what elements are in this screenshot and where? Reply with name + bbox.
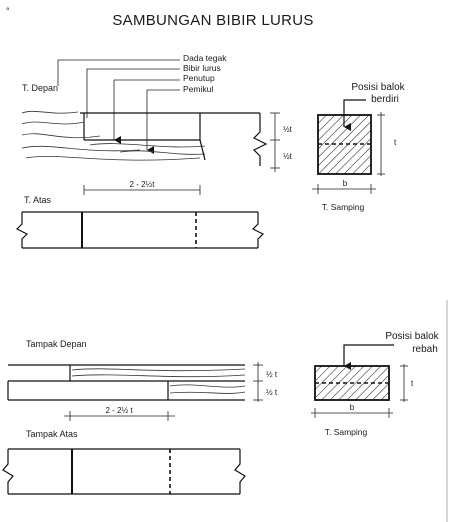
side-view-label: T. Samping	[325, 427, 368, 437]
grain-line	[25, 155, 201, 161]
top-front-view-label: T. Depan	[22, 83, 58, 93]
grain-line	[71, 368, 246, 372]
position-label-line1: Posisi balok	[385, 331, 439, 342]
position-arrow	[343, 344, 394, 370]
corner-mark: °	[6, 6, 10, 16]
break-symbol	[251, 212, 265, 248]
break-symbol	[2, 449, 14, 494]
grain-line	[89, 143, 206, 148]
grain-line	[169, 384, 246, 388]
leader-dada-tegak	[57, 59, 180, 86]
bottom-side-view: Posisi balok rebah t b T. Samping	[311, 331, 440, 437]
callout-pemikul: Pemikul	[183, 84, 213, 94]
dim-t: t	[411, 379, 414, 388]
top-plan-view-label: T. Atas	[24, 195, 52, 205]
dim-half-top: ½ t	[266, 370, 278, 379]
position-label-line1: Posisi balok	[351, 82, 405, 93]
dim-half-bottom: ½ t	[266, 388, 278, 397]
callout-penutup: Penutup	[183, 73, 215, 83]
dim-half-top: ½t	[283, 125, 293, 134]
grain-line	[21, 110, 79, 114]
grain-line	[21, 133, 101, 139]
bottom-plan-view: Tampak Atas	[2, 429, 246, 495]
lower-beam-end	[199, 139, 206, 161]
side-view-label: T. Samping	[322, 202, 365, 212]
arrow-pemikul	[146, 89, 180, 154]
leader-bibir-lurus	[86, 68, 180, 118]
callout-bibir-lurus: Bibir lurus	[183, 63, 221, 73]
dim-length: 2 - 2½t	[130, 180, 156, 189]
bottom-front-view-label: Tampak Depan	[26, 339, 87, 349]
dim-b: b	[343, 179, 348, 188]
break-symbol	[252, 113, 268, 166]
position-label-line2: rebah	[412, 344, 438, 355]
grain-line	[21, 145, 141, 152]
dim-half-bottom: ½t	[283, 152, 293, 161]
bottom-front-view: Tampak Depan ½ t ½ t 2 - 2½ t	[7, 339, 278, 421]
top-front-view: T. Depan Dada tegak Bibir lurus Penutup …	[21, 53, 293, 195]
page-title: SAMBUNGAN BIBIR LURUS	[112, 12, 313, 29]
grain-line	[21, 121, 85, 125]
break-symbol	[234, 449, 246, 494]
grain-line	[169, 391, 246, 394]
dim-length: 2 - 2½ t	[105, 406, 133, 415]
dim-b: b	[350, 403, 355, 412]
position-label-line2: berdiri	[371, 94, 399, 105]
top-plan-view: T. Atas	[15, 195, 265, 249]
grain-line	[119, 150, 206, 155]
grain-line	[71, 374, 246, 378]
callout-dada-tegak: Dada tegak	[183, 53, 227, 63]
arrow-penutup	[113, 79, 180, 144]
bottom-plan-view-label: Tampak Atas	[26, 429, 78, 439]
break-symbol	[15, 212, 29, 248]
dim-t: t	[394, 138, 397, 147]
top-side-view: Posisi balok berdiri t b T. Samping	[312, 82, 406, 212]
